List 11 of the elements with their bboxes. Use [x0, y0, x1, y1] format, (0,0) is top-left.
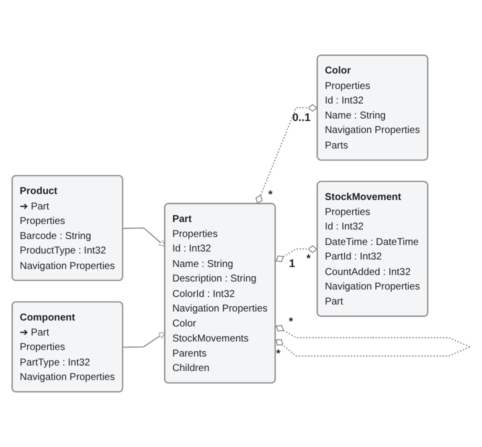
multiplicity-label: *: [276, 349, 280, 360]
connector: [275, 245, 318, 262]
connector: [275, 324, 470, 357]
arrow: [122, 332, 166, 348]
multiplicity-label: 0..1: [292, 112, 311, 124]
multiplicity-label: *: [268, 190, 273, 201]
multiplicity-label: 1: [288, 259, 296, 270]
multiplicity-label: *: [306, 254, 311, 266]
arrow: [122, 227, 166, 247]
multiplicity-label: *: [288, 316, 294, 328]
connector: [256, 104, 318, 204]
